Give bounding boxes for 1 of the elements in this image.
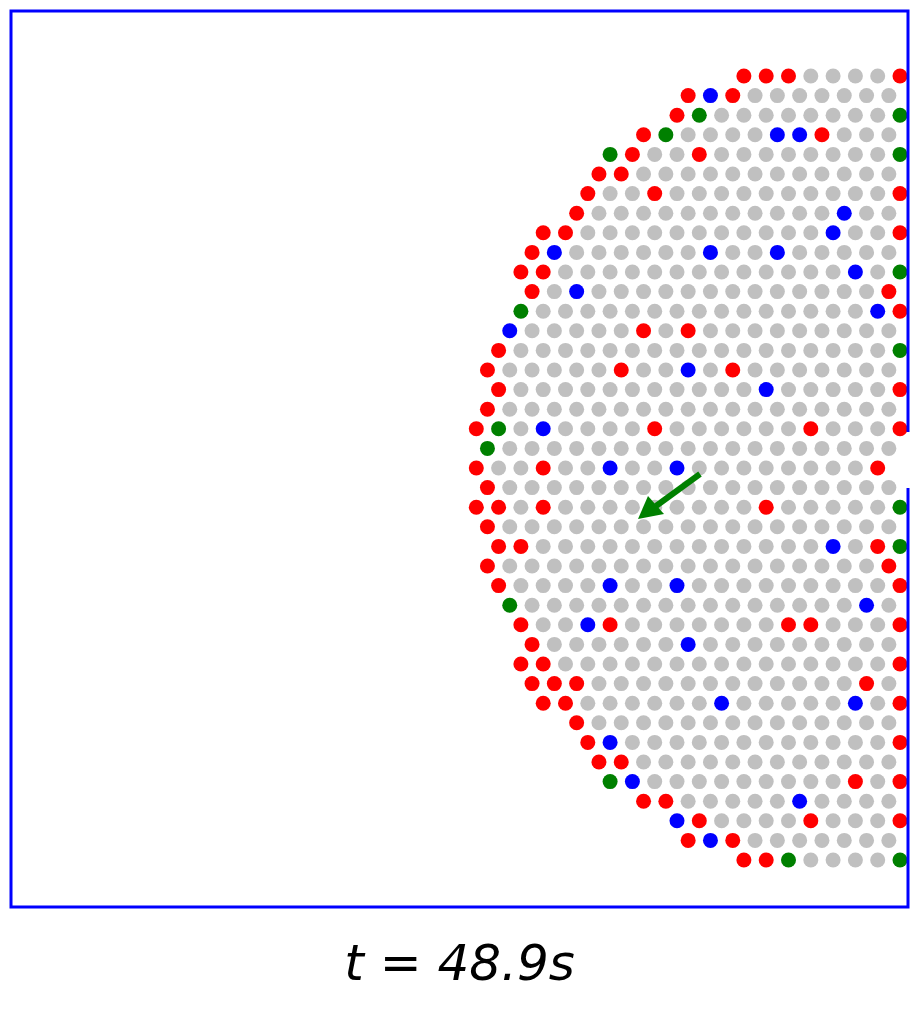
time-caption: t = 48.9s (344, 938, 575, 988)
